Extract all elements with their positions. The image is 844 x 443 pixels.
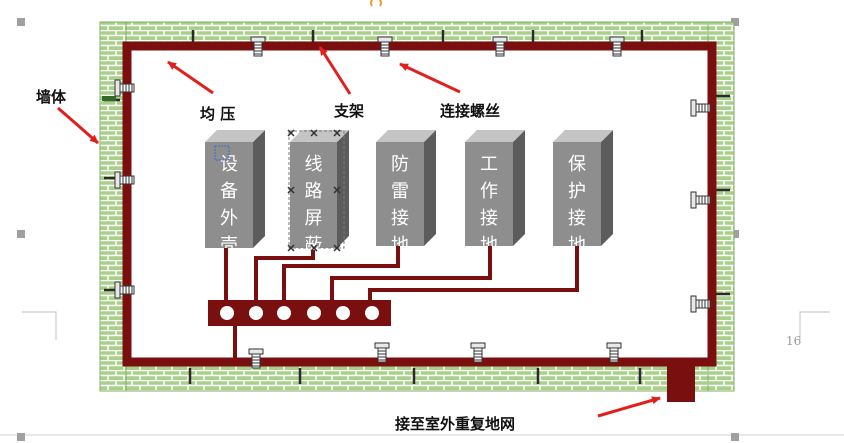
box-shield bbox=[290, 130, 349, 248]
wall-label: 墙体 bbox=[36, 88, 67, 106]
equipotential-ring bbox=[122, 41, 717, 402]
box-label-work: 工作接地 bbox=[480, 154, 498, 256]
selection-handle[interactable] bbox=[17, 230, 25, 238]
box-lightning bbox=[376, 130, 436, 246]
box-label-lightning: 防雷接地 bbox=[391, 154, 409, 256]
shape-selection-frame[interactable] bbox=[287, 129, 345, 252]
selection-handle[interactable] bbox=[17, 18, 25, 26]
box-label-shield: 线路屏蔽 bbox=[305, 154, 323, 256]
outdoor-grounding-lead bbox=[667, 358, 695, 402]
bracket-green bbox=[102, 96, 116, 101]
page-number: 16 bbox=[786, 334, 802, 348]
selection-handle[interactable] bbox=[731, 18, 739, 26]
outdoor-grounding-label: 接至室外重复地网 bbox=[395, 415, 516, 433]
annotation-arrows bbox=[57, 46, 661, 418]
ground-bus-bar bbox=[208, 300, 391, 326]
rotate-handle-icon[interactable] bbox=[370, 0, 382, 7]
connection-screw-label: 连接螺丝 bbox=[440, 102, 501, 120]
box-label-protect: 保护接地 bbox=[568, 154, 586, 256]
selection-handle[interactable] bbox=[17, 433, 25, 441]
selection-handle[interactable] bbox=[731, 433, 739, 441]
ground-wires bbox=[224, 246, 579, 358]
page-corner-mark bbox=[799, 311, 830, 340]
bracket-label: 支架 bbox=[334, 102, 365, 120]
box-label-equip: 设备外壳 bbox=[220, 154, 238, 256]
box-work bbox=[465, 130, 525, 246]
box-protect bbox=[553, 130, 613, 246]
selection-handle[interactable] bbox=[731, 230, 739, 238]
text-cursor-marker bbox=[214, 145, 230, 161]
page-corner-mark bbox=[22, 311, 57, 340]
equipotential-label: 均 压 bbox=[200, 105, 236, 123]
